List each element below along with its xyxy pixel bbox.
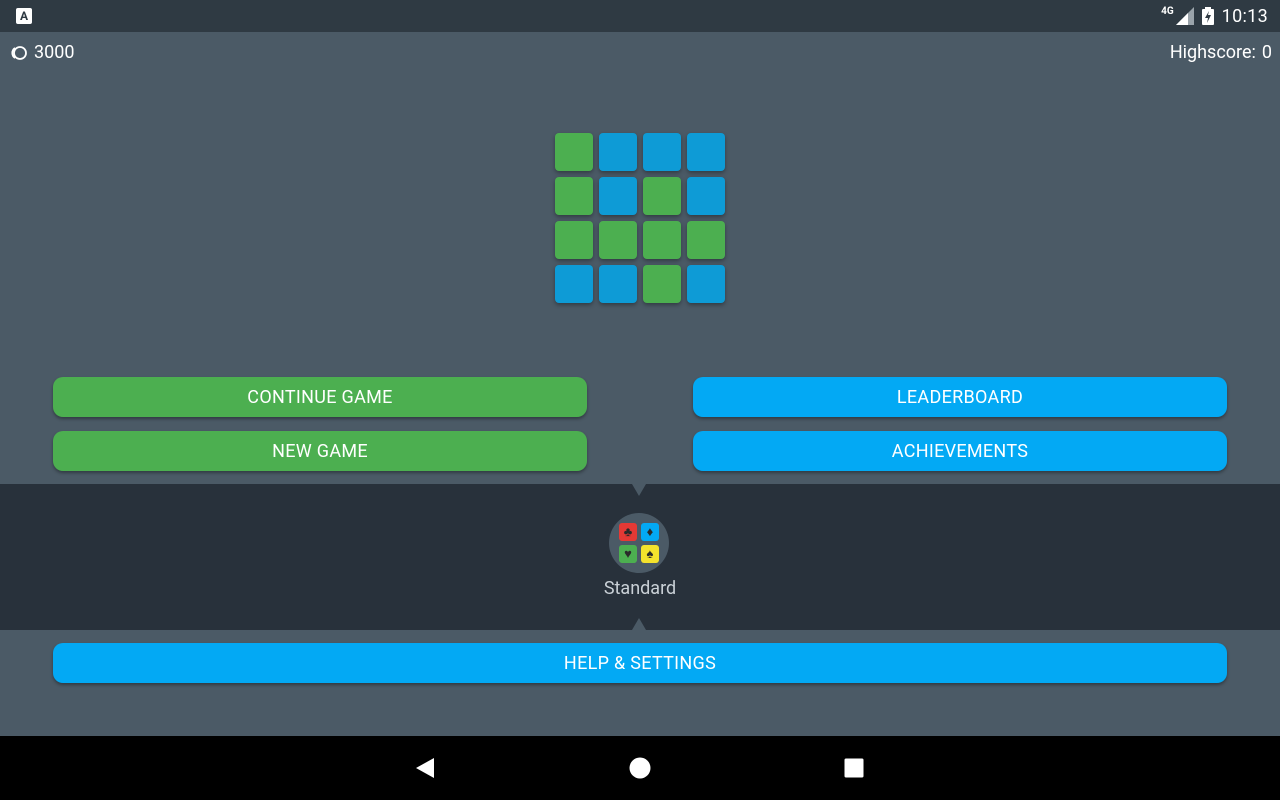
new-game-button[interactable]: NEW GAME	[53, 431, 587, 471]
suit-icon: ♠	[641, 545, 659, 563]
logo-tile	[687, 265, 725, 303]
recents-button[interactable]	[824, 736, 884, 800]
back-triangle-icon	[416, 758, 434, 778]
logo-tile	[555, 221, 593, 259]
logo-tile	[599, 177, 637, 215]
logo-tile	[643, 221, 681, 259]
back-button[interactable]	[395, 736, 455, 800]
leaderboard-button[interactable]: LEADERBOARD	[693, 377, 1227, 417]
logo-tile	[599, 221, 637, 259]
continue-game-button[interactable]: CONTINUE GAME	[53, 377, 587, 417]
status-bar: A 4G 10:13	[0, 0, 1280, 32]
suit-icon: ♦	[641, 523, 659, 541]
logo-tile	[643, 265, 681, 303]
logo-tile	[643, 177, 681, 215]
battery-charging-icon	[1201, 7, 1214, 25]
standard-mode-icon[interactable]: ♣♦♥♠	[609, 513, 669, 573]
logo-tile	[643, 133, 681, 171]
logo-tile	[555, 177, 593, 215]
highscore: Highscore: 0	[1170, 42, 1272, 63]
recents-square-icon	[844, 758, 864, 778]
logo-tile	[687, 221, 725, 259]
clock: 10:13	[1221, 5, 1268, 27]
game-logo-grid	[555, 133, 727, 305]
mode-panel-pointer-bottom	[632, 618, 646, 630]
achievements-button[interactable]: ACHIEVEMENTS	[693, 431, 1227, 471]
mode-panel-pointer-top	[632, 484, 646, 496]
logo-tile	[599, 265, 637, 303]
navigation-bar	[0, 736, 1280, 800]
logo-tile	[687, 177, 725, 215]
highscore-label: Highscore:	[1169, 42, 1256, 63]
status-indicators: 4G 10:13	[1161, 0, 1268, 32]
highscore-value: 0	[1261, 42, 1272, 63]
logo-tile	[599, 133, 637, 171]
help-settings-button[interactable]: HELP & SETTINGS	[53, 643, 1227, 683]
app-notification-icon: A	[16, 8, 32, 24]
coins-icon	[11, 45, 27, 60]
logo-tile	[555, 133, 593, 171]
logo-tile	[555, 265, 593, 303]
network-type-label: 4G	[1161, 5, 1174, 17]
cell-signal-icon	[1175, 7, 1194, 25]
suit-icon: ♣	[619, 523, 637, 541]
mode-label[interactable]: Standard	[603, 578, 677, 599]
logo-tile	[687, 133, 725, 171]
home-circle-icon	[629, 757, 651, 779]
coin-balance: 3000	[8, 42, 74, 63]
coin-count: 3000	[34, 42, 75, 63]
suit-icon: ♥	[619, 545, 637, 563]
home-button[interactable]	[610, 736, 670, 800]
